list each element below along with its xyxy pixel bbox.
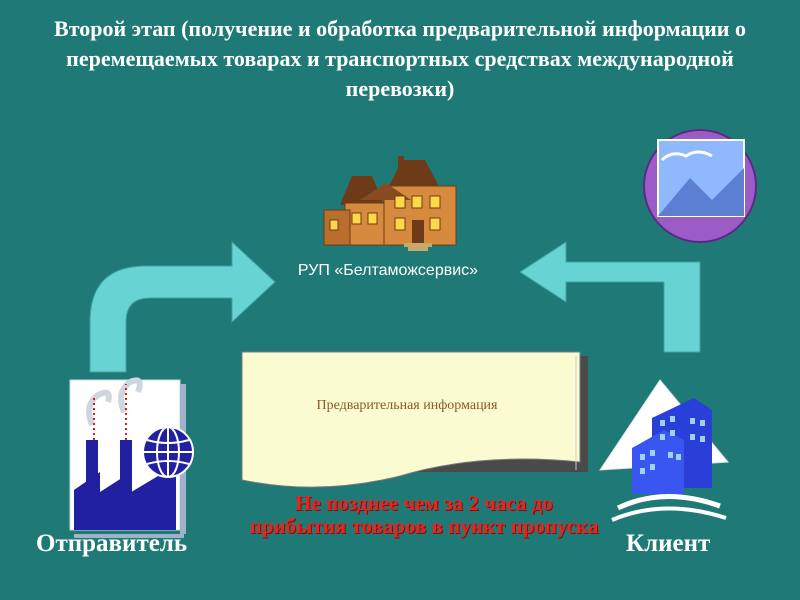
mountain-picture-icon bbox=[643, 129, 757, 243]
arrow-client-to-org bbox=[519, 241, 701, 353]
globe-icon bbox=[142, 426, 194, 478]
client-label: Клиент bbox=[626, 530, 711, 557]
deadline-text: Не позднее чем за 2 часа до прибытия тов… bbox=[249, 491, 599, 538]
sender-label: Отправитель bbox=[36, 530, 188, 557]
preliminary-info-note bbox=[241, 351, 588, 488]
office-buildings-icon bbox=[599, 379, 730, 522]
note-label: Предварительная информация bbox=[316, 398, 498, 413]
slide-title: Второй этап (получение и обработка предв… bbox=[54, 16, 746, 101]
organization-label: РУП «Белтаможсервис» bbox=[297, 262, 479, 279]
arrow-sender-to-org bbox=[89, 240, 276, 373]
house-icon bbox=[323, 156, 457, 251]
